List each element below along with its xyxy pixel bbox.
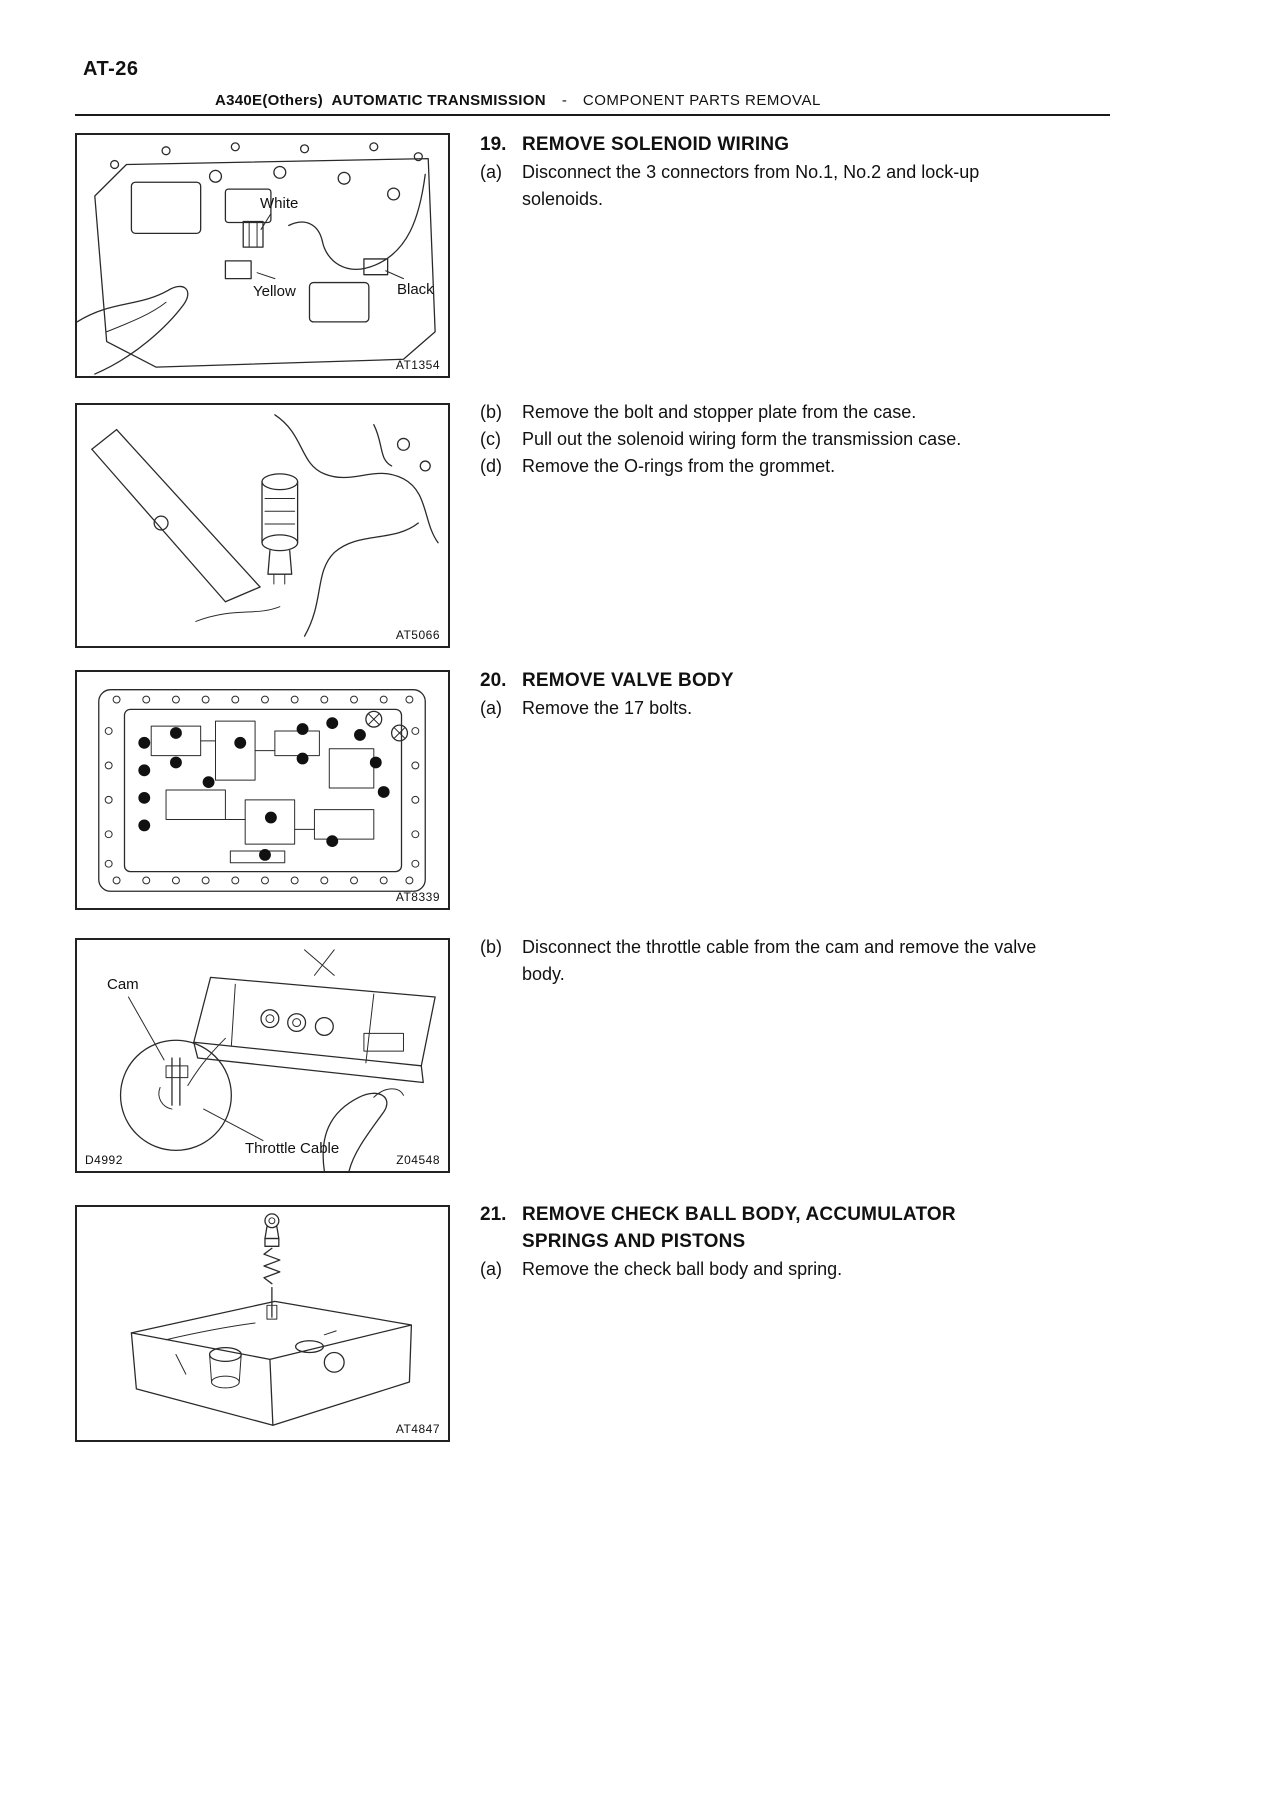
header-section-title: COMPONENT PARTS REMOVAL — [582, 92, 821, 109]
step-text: Pull out the solenoid wiring form the tr… — [522, 429, 962, 449]
section-heading-21: 21. REMOVE CHECK BALL BODY, ACCUMULATOR … — [480, 1201, 1045, 1255]
solenoid-grommet-illustration — [91, 414, 439, 637]
valve-body-bolts-illustration — [98, 689, 426, 892]
figure-code: AT8339 — [395, 890, 440, 904]
section-heading-20: 20. REMOVE VALVE BODY — [480, 667, 1045, 694]
figure-throttle-cable-cam: Cam Throttle Cable D4992 Z04548 — [75, 938, 450, 1173]
page-number: AT-26 — [83, 58, 139, 80]
heading-title: REMOVE VALVE BODY — [522, 670, 734, 691]
step-label: (c) — [480, 429, 501, 449]
figure-code-left: D4992 — [85, 1153, 123, 1167]
instruction-block-20: 20. REMOVE VALVE BODY (a) Remove the 17 … — [480, 667, 1045, 722]
page-header: A340E(Others) AUTOMATIC TRANSMISSION - C… — [215, 92, 821, 109]
heading-number: 21. — [480, 1204, 507, 1225]
heading-number: 19. — [480, 134, 507, 155]
instruction-block-19bcd: (b) Remove the bolt and stopper plate fr… — [480, 399, 1045, 480]
step-21a: (a) Remove the check ball body and sprin… — [480, 1256, 1045, 1283]
step-text: Remove the check ball body and spring. — [522, 1259, 843, 1279]
step-label: (a) — [480, 698, 502, 718]
step-20a: (a) Remove the 17 bolts. — [480, 695, 1045, 722]
heading-title: REMOVE SOLENOID WIRING — [522, 134, 790, 155]
header-rule — [75, 114, 1110, 116]
check-ball-body-illustration — [130, 1213, 413, 1426]
step-text: Disconnect the 3 connectors from No.1, N… — [522, 162, 980, 209]
figure-code-right: Z04548 — [396, 1153, 440, 1167]
step-label: (d) — [480, 456, 502, 476]
label-white-connector: White — [260, 195, 299, 212]
step-19d: (d) Remove the O-rings from the grommet. — [480, 453, 1045, 480]
step-label: (b) — [480, 402, 502, 422]
step-19c: (c) Pull out the solenoid wiring form th… — [480, 426, 1045, 453]
header-model-title: A340E(Others) AUTOMATIC TRANSMISSION — [215, 92, 546, 109]
figure-code: AT5066 — [395, 628, 440, 642]
instruction-block-21: 21. REMOVE CHECK BALL BODY, ACCUMULATOR … — [480, 1201, 1045, 1283]
step-20b: (b) Disconnect the throttle cable from t… — [480, 934, 1045, 988]
figure-check-ball-body: AT4847 — [75, 1205, 450, 1442]
solenoid-connectors-illustration — [77, 142, 436, 375]
instruction-block-19: 19. REMOVE SOLENOID WIRING (a) Disconnec… — [480, 131, 1045, 213]
section-heading-19: 19. REMOVE SOLENOID WIRING — [480, 131, 1045, 158]
label-yellow-connector: Yellow — [253, 283, 296, 300]
step-text: Remove the bolt and stopper plate from t… — [522, 402, 917, 422]
figure-solenoid-connectors: White Yellow Black AT1354 — [75, 133, 450, 378]
step-text: Disconnect the throttle cable from the c… — [522, 937, 1037, 984]
heading-title: REMOVE CHECK BALL BODY, ACCUMULATOR SPRI… — [522, 1204, 956, 1252]
step-label: (a) — [480, 1259, 502, 1279]
label-throttle-cable: Throttle Cable — [245, 1140, 340, 1157]
step-text: Remove the 17 bolts. — [522, 698, 693, 718]
figure-valve-body-bolts: AT8339 — [75, 670, 450, 910]
step-19b: (b) Remove the bolt and stopper plate fr… — [480, 399, 1045, 426]
figure-code: AT4847 — [395, 1422, 440, 1436]
figure-solenoid-grommet: AT5066 — [75, 403, 450, 648]
step-label: (b) — [480, 937, 502, 957]
step-label: (a) — [480, 162, 502, 182]
step-text: Remove the O-rings from the grommet. — [522, 456, 836, 476]
header-dash: - — [561, 92, 567, 109]
throttle-cable-cam-illustration — [119, 949, 436, 1171]
instruction-block-20b: (b) Disconnect the throttle cable from t… — [480, 934, 1045, 988]
heading-number: 20. — [480, 670, 507, 691]
label-cam: Cam — [107, 976, 139, 993]
label-black-connector: Black — [397, 281, 434, 298]
figure-code: AT1354 — [395, 358, 440, 372]
step-19a: (a) Disconnect the 3 connectors from No.… — [480, 159, 1045, 213]
